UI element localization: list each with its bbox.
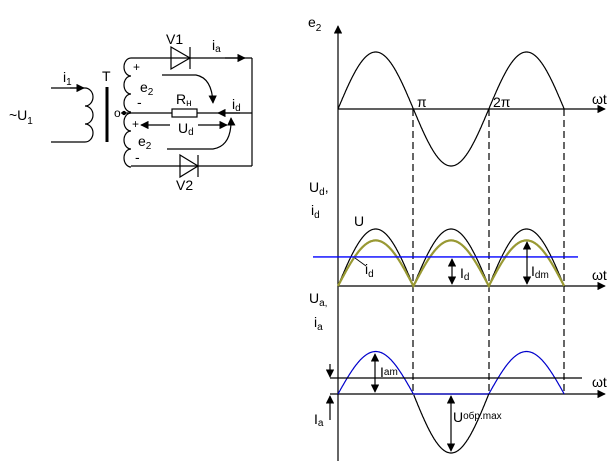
- diode-v1-icon: [170, 45, 192, 71]
- graph-labels: e2 ωt π 2π Ud, id U id Id Idm ωt Ua, ia …: [308, 14, 607, 429]
- graph-arrows: [325, 241, 582, 452]
- circuit-labels: ~U1 i1 T V1 V2 ia e2 e2 Rн id Ud o + - +…: [9, 31, 241, 193]
- diode-v2-icon: [179, 153, 200, 179]
- center-tap-label: o: [114, 106, 121, 120]
- Id-avg-label: Id: [460, 265, 469, 283]
- plus-bottom: +: [132, 117, 139, 131]
- series-u-a-curve: [413, 393, 490, 454]
- anode-current-label: ia: [212, 37, 221, 55]
- series-i-d-curve: [337, 239, 566, 289]
- diode-v2-label: V2: [176, 177, 193, 193]
- emf-bottom-arrow: [167, 117, 236, 150]
- series-i-a-curve: [337, 350, 565, 395]
- ua-axis-label: Ua,: [309, 290, 327, 309]
- primary-coil-icon: [84, 87, 94, 143]
- center-tap-node: [121, 110, 127, 116]
- emf-top-arrow: [162, 74, 217, 104]
- load-label: Rн: [176, 91, 192, 109]
- emf-top-label: e2: [140, 79, 154, 98]
- secondary-coil-bottom-icon: [123, 112, 132, 168]
- Iam-label: Iam: [380, 364, 398, 380]
- tick-2pi-label: 2π: [493, 94, 511, 110]
- tick-pi-label: π: [417, 94, 427, 110]
- plus-top: +: [133, 60, 140, 74]
- e2-axis-label: e2: [308, 14, 322, 34]
- Uobr-max-label: Uобр.max: [453, 409, 502, 425]
- series-u-curve: [337, 228, 565, 288]
- omega-t-label-top: ωt: [592, 91, 607, 107]
- id-pointer: [354, 257, 367, 267]
- graph-axes: [330, 25, 606, 461]
- transformer-label: T: [102, 68, 111, 84]
- series-e2-curve: [337, 51, 565, 167]
- graph-curves: [313, 51, 578, 454]
- load-current-label: id: [232, 96, 241, 114]
- source-label: ~U1: [9, 107, 33, 127]
- primary-current-label: i1: [63, 69, 72, 88]
- diode-v1-label: V1: [166, 31, 183, 47]
- ia-axis-label: ia: [314, 314, 323, 333]
- Idm-label: Idm: [531, 263, 549, 281]
- omega-t-label-bottom: ωt: [592, 374, 607, 390]
- id-axis-label: id: [311, 202, 320, 221]
- omega-t-label-middle: ωt: [592, 267, 607, 283]
- load-resistor-icon: [171, 108, 198, 118]
- minus-bottom: -: [135, 149, 140, 165]
- ud-axis-label: Ud,: [309, 179, 329, 198]
- circuit-schematic: [51, 45, 253, 179]
- Ia-avg-label: Ia: [314, 411, 324, 429]
- u-curve-label: U: [354, 213, 364, 229]
- minus-top: -: [137, 94, 142, 110]
- emf-bottom-label: e2: [138, 133, 152, 152]
- id-curve-label: id: [365, 261, 374, 280]
- secondary-coil-top-icon: [123, 57, 132, 113]
- load-voltage-label: Ud: [178, 120, 194, 138]
